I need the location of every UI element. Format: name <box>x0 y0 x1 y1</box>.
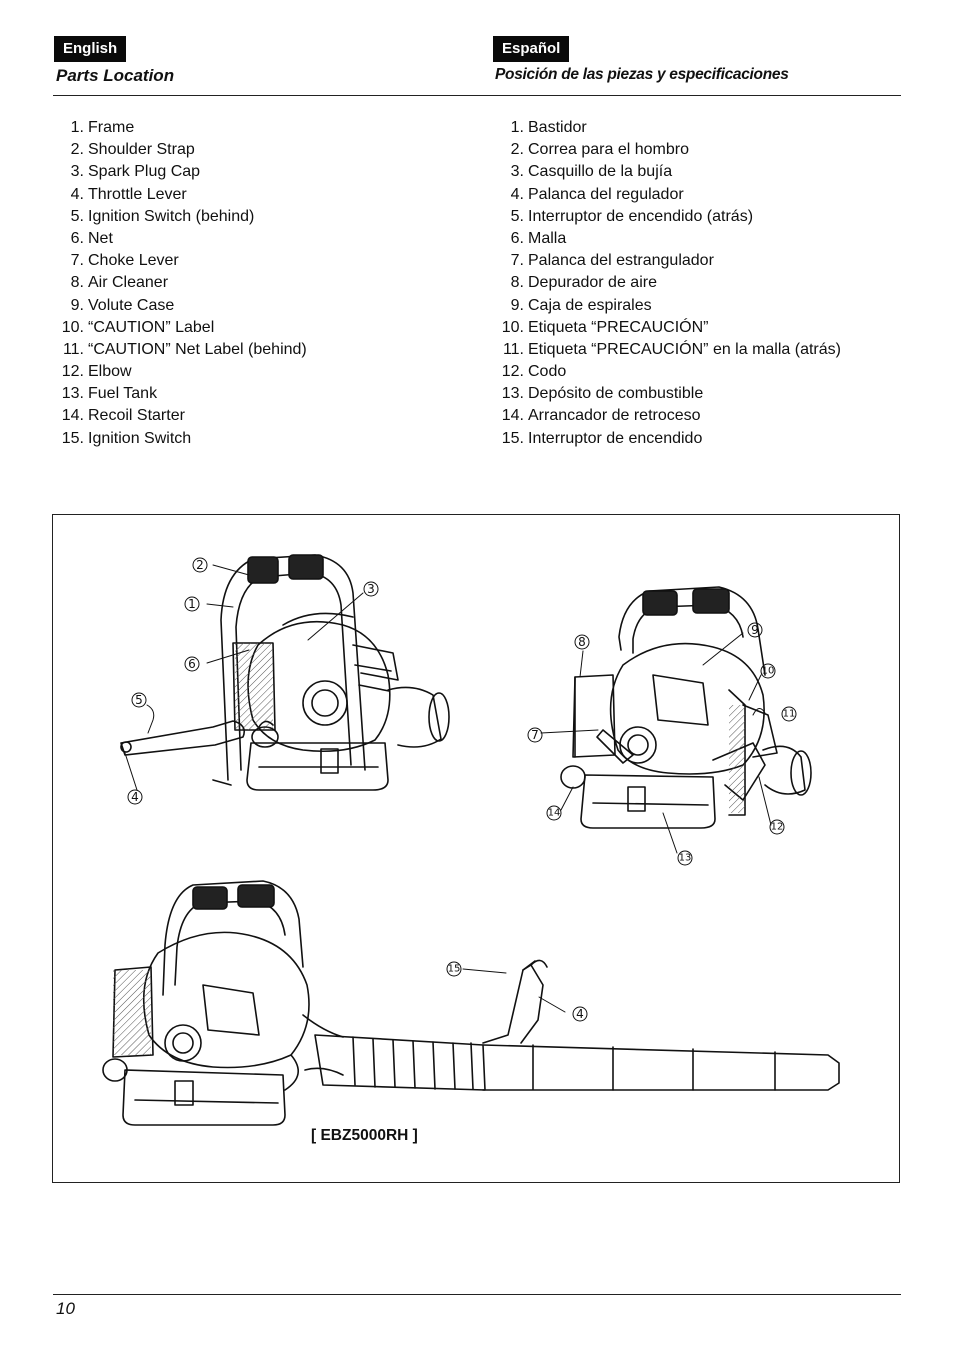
parts-list-spanish: 1.Bastidor 2.Correa para el hombro 3.Cas… <box>496 117 841 450</box>
list-item: 3.Casquillo de la bujía <box>510 163 673 181</box>
callout-8: 8 <box>578 635 586 649</box>
blower-rear-view <box>560 586 812 829</box>
callout-1: 1 <box>188 597 196 611</box>
list-item: 7.Palanca del estrangulador <box>510 252 714 270</box>
blower-with-tube <box>102 880 840 1126</box>
list-item: 2.Correa para el hombro <box>510 141 689 159</box>
list-item: 12.Codo <box>501 363 567 381</box>
list-item: 10.Etiqueta “PRECAUCIÓN” <box>501 318 709 336</box>
list-item: 2.Shoulder Strap <box>70 141 195 159</box>
callout-3: 3 <box>367 582 375 596</box>
callout-4: 4 <box>131 790 139 804</box>
list-item: 4.Palanca del regulador <box>510 185 684 203</box>
list-item: 11.Etiqueta “PRECAUCIÓN” en la malla (at… <box>502 340 841 358</box>
list-item: 13.Depósito de combustible <box>501 385 704 403</box>
model-label: [ EBZ5000RH ] <box>311 1127 418 1144</box>
page-number: 10 <box>56 1299 75 1318</box>
list-item: 14.Recoil Starter <box>61 407 185 425</box>
list-item: 6.Net <box>70 229 113 247</box>
parts-list-english: 1.Frame 2.Shoulder Strap 3.Spark Plug Ca… <box>56 117 307 450</box>
callout-2: 2 <box>196 558 204 572</box>
blower-front-view <box>120 554 450 791</box>
list-item: 1.Bastidor <box>510 119 587 136</box>
list-item: 4.Throttle Lever <box>70 185 187 203</box>
list-item: 9.Volute Case <box>70 296 175 314</box>
callout-circles <box>127 557 797 1022</box>
blower-illustrations: 2 1 3 6 5 4 8 9 10 11 7 12 14 13 15 4 <box>102 554 840 1126</box>
list-item: 14.Arrancador de retroceso <box>501 407 701 425</box>
callout-11: 11 <box>783 709 796 720</box>
list-item: 13.Fuel Tank <box>61 385 158 403</box>
list-item: 7.Choke Lever <box>70 252 179 270</box>
callout-5: 5 <box>135 693 143 707</box>
parts-diagram: 2 1 3 6 5 4 8 9 10 11 7 12 14 13 15 4 [ … <box>52 514 900 1183</box>
list-item: 8.Air Cleaner <box>70 274 169 292</box>
callout-9: 9 <box>751 623 759 637</box>
callout-14: 14 <box>548 808 561 819</box>
footer-divider <box>53 1294 901 1295</box>
callout-6: 6 <box>188 657 196 671</box>
list-item: 15.Ignition Switch <box>61 429 192 447</box>
list-item: 5.Interruptor de encendido (atrás) <box>510 207 754 225</box>
list-item: 8.Depurador de aire <box>510 274 657 292</box>
list-item: 3.Spark Plug Cap <box>70 163 201 181</box>
callout-7: 7 <box>531 728 539 742</box>
header-divider <box>53 95 901 96</box>
list-item: 1.Frame <box>70 119 135 136</box>
english-section-title: Parts Location <box>56 66 175 85</box>
callout-15: 15 <box>448 964 461 975</box>
spanish-section-title: Posición de las piezas y especificacione… <box>495 66 789 83</box>
callout-4-tube: 4 <box>576 1007 584 1021</box>
english-badge: English <box>54 36 127 62</box>
callout-numbers: 2 1 3 6 5 4 8 9 10 11 7 12 14 13 15 4 <box>131 558 795 1021</box>
spanish-badge: Español <box>493 36 570 62</box>
list-item: 10.“CAUTION” Label <box>61 318 215 336</box>
callout-12: 12 <box>771 822 784 833</box>
list-item: 12.Elbow <box>61 363 132 381</box>
leader-lines <box>124 564 772 1013</box>
list-item: 6.Malla <box>510 229 567 247</box>
list-item: 11.“CAUTION” Net Label (behind) <box>62 340 307 358</box>
callout-13: 13 <box>679 853 692 864</box>
callout-10: 10 <box>762 666 775 677</box>
list-item: 15.Interruptor de encendido <box>501 429 703 447</box>
list-item: 5.Ignition Switch (behind) <box>70 207 255 225</box>
list-item: 9.Caja de espirales <box>510 296 652 314</box>
